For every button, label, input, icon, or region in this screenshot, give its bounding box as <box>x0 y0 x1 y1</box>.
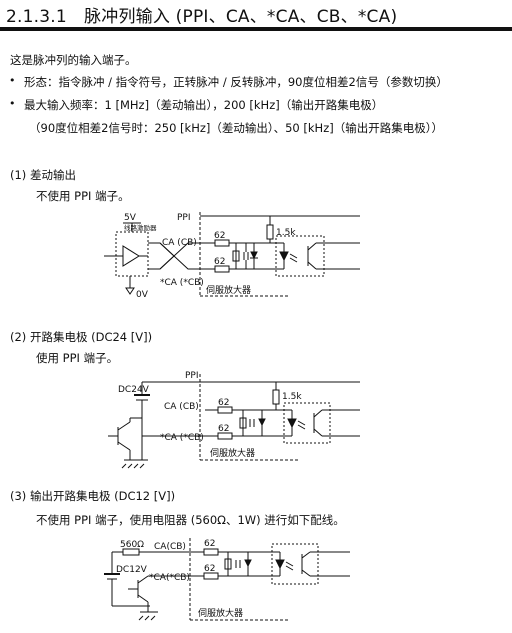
led-icon <box>275 559 285 570</box>
transistor-collector <box>137 575 149 584</box>
label-5v: 5V <box>124 213 137 223</box>
bullet-freq: 最大输入频率：1 [MHz]（差动输出），200 [kHz]（输出开路集电极） <box>24 98 384 112</box>
transistor-collector <box>117 421 131 431</box>
label-ppi: PPI <box>177 213 191 223</box>
led-icon <box>287 418 297 429</box>
ground-icon <box>125 287 135 295</box>
intro-text: 这是脉冲列的输入端子。 <box>10 53 137 67</box>
diode-icon <box>244 559 252 568</box>
label-r62: 62 <box>204 564 215 574</box>
label-servo-amp: 伺服放大器 <box>198 607 243 619</box>
light-arrow <box>285 561 294 567</box>
label-ppi: PPI <box>185 371 199 381</box>
section-1-note: 不使用 PPI 端子。 <box>36 189 130 203</box>
label-line-driver: 线路激励器 <box>124 223 157 232</box>
light-arrow <box>285 565 294 571</box>
title-rule <box>0 27 512 31</box>
bullet-freq-note: （90度位相差2信号时：250 [kHz]（差动输出）、50 [kHz]（输出开… <box>29 121 443 135</box>
label-r62: 62 <box>204 539 215 549</box>
ground-icon <box>121 463 145 469</box>
label-ca: CA (CB) <box>164 402 199 412</box>
photocoupler-box <box>283 402 331 444</box>
resistor-shunt <box>239 417 247 429</box>
label-servo-amp: 伺服放大器 <box>206 284 251 296</box>
label-ca: CA (CB) <box>162 238 197 248</box>
transistor-emitter <box>307 261 317 270</box>
light-arrow <box>297 420 306 426</box>
photocoupler-box <box>275 235 325 277</box>
bullet-form: 形态：指令脉冲 / 指令符号，正转脉冲 / 反转脉冲，90度位相差2信号（参数切… <box>24 75 448 89</box>
bullet-dot: • <box>9 74 16 87</box>
photocoupler-box <box>271 543 319 585</box>
label-r560: 560Ω <box>120 540 144 550</box>
twist-mark <box>159 242 175 270</box>
transistor-emitter <box>137 594 149 603</box>
label-ca: CA(CB) <box>154 542 186 552</box>
light-arrow <box>289 253 298 259</box>
label-r1k5: 1.5k <box>276 228 296 238</box>
light-arrow <box>297 424 306 430</box>
label-nca: *CA (*CB) <box>160 278 204 288</box>
led-icon <box>279 251 289 262</box>
page-title: 2.1.3.1 脉冲列输入 (PPI、CA、*CA、CB、*CA) <box>6 7 398 27</box>
diode-icon <box>250 251 258 260</box>
label-r1k5: 1.5k <box>282 392 302 402</box>
resistor-1k5 <box>266 224 274 240</box>
diagram-open-collector-24v <box>108 374 360 469</box>
bullet-dot: • <box>9 97 16 110</box>
diode-icon <box>258 418 266 427</box>
label-dc24v: DC24V <box>118 385 150 395</box>
ground-icon <box>138 615 156 621</box>
transistor-emitter <box>313 428 323 437</box>
transistor-emitter <box>117 441 131 451</box>
transistor-emitter <box>301 569 311 577</box>
section-2-title: (2) 开路集电极 (DC24 [V]) <box>10 330 153 344</box>
section-2-note: 使用 PPI 端子。 <box>36 351 119 365</box>
diagram-open-collector-12v <box>104 538 350 621</box>
section-3-title: (3) 输出开路集电极 (DC12 [V]) <box>10 489 176 503</box>
label-r62: 62 <box>214 257 225 267</box>
line-driver-box <box>115 231 149 277</box>
resistor-shunt <box>232 250 240 262</box>
light-arrow <box>289 257 298 263</box>
section-1-title: (1) 差动输出 <box>10 168 76 182</box>
resistor-1k5 <box>272 389 280 405</box>
resistor-62-top <box>203 548 219 556</box>
section-3-note: 不使用 PPI 端子，使用电阻器 (560Ω、1W) 进行如下配线。 <box>36 513 345 527</box>
transistor-collector <box>301 551 311 559</box>
label-servo-amp: 伺服放大器 <box>210 447 255 459</box>
label-nca: *CA(*CB) <box>149 573 190 583</box>
transistor-collector <box>307 242 317 251</box>
driver-buffer-symbol <box>122 245 140 267</box>
label-r62: 62 <box>218 398 229 408</box>
label-dc12v: DC12V <box>116 565 148 575</box>
transistor-collector <box>313 409 323 418</box>
label-r62: 62 <box>214 231 225 241</box>
diagram-differential <box>104 212 360 297</box>
resistor-shunt <box>224 558 232 570</box>
label-nca: *CA (*CB) <box>160 433 204 443</box>
label-0v: 0V <box>136 290 149 300</box>
label-r62: 62 <box>218 424 229 434</box>
